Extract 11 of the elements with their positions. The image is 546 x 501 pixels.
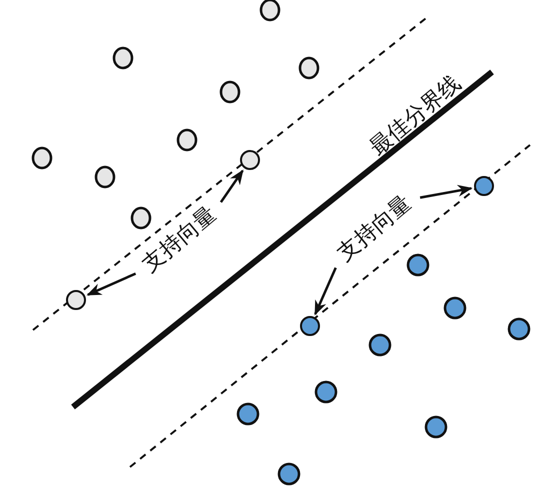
arrow [314, 267, 337, 316]
data-point [66, 290, 86, 310]
arrow [86, 272, 136, 296]
text-label: 支持向量 [138, 202, 222, 278]
line-label: 最佳分界线 [366, 71, 466, 161]
arrow [420, 184, 473, 199]
data-point [300, 316, 320, 336]
data-point [240, 150, 260, 170]
arrow [220, 169, 244, 203]
text-label: 支持向量 [334, 192, 416, 266]
data-point [474, 176, 494, 196]
